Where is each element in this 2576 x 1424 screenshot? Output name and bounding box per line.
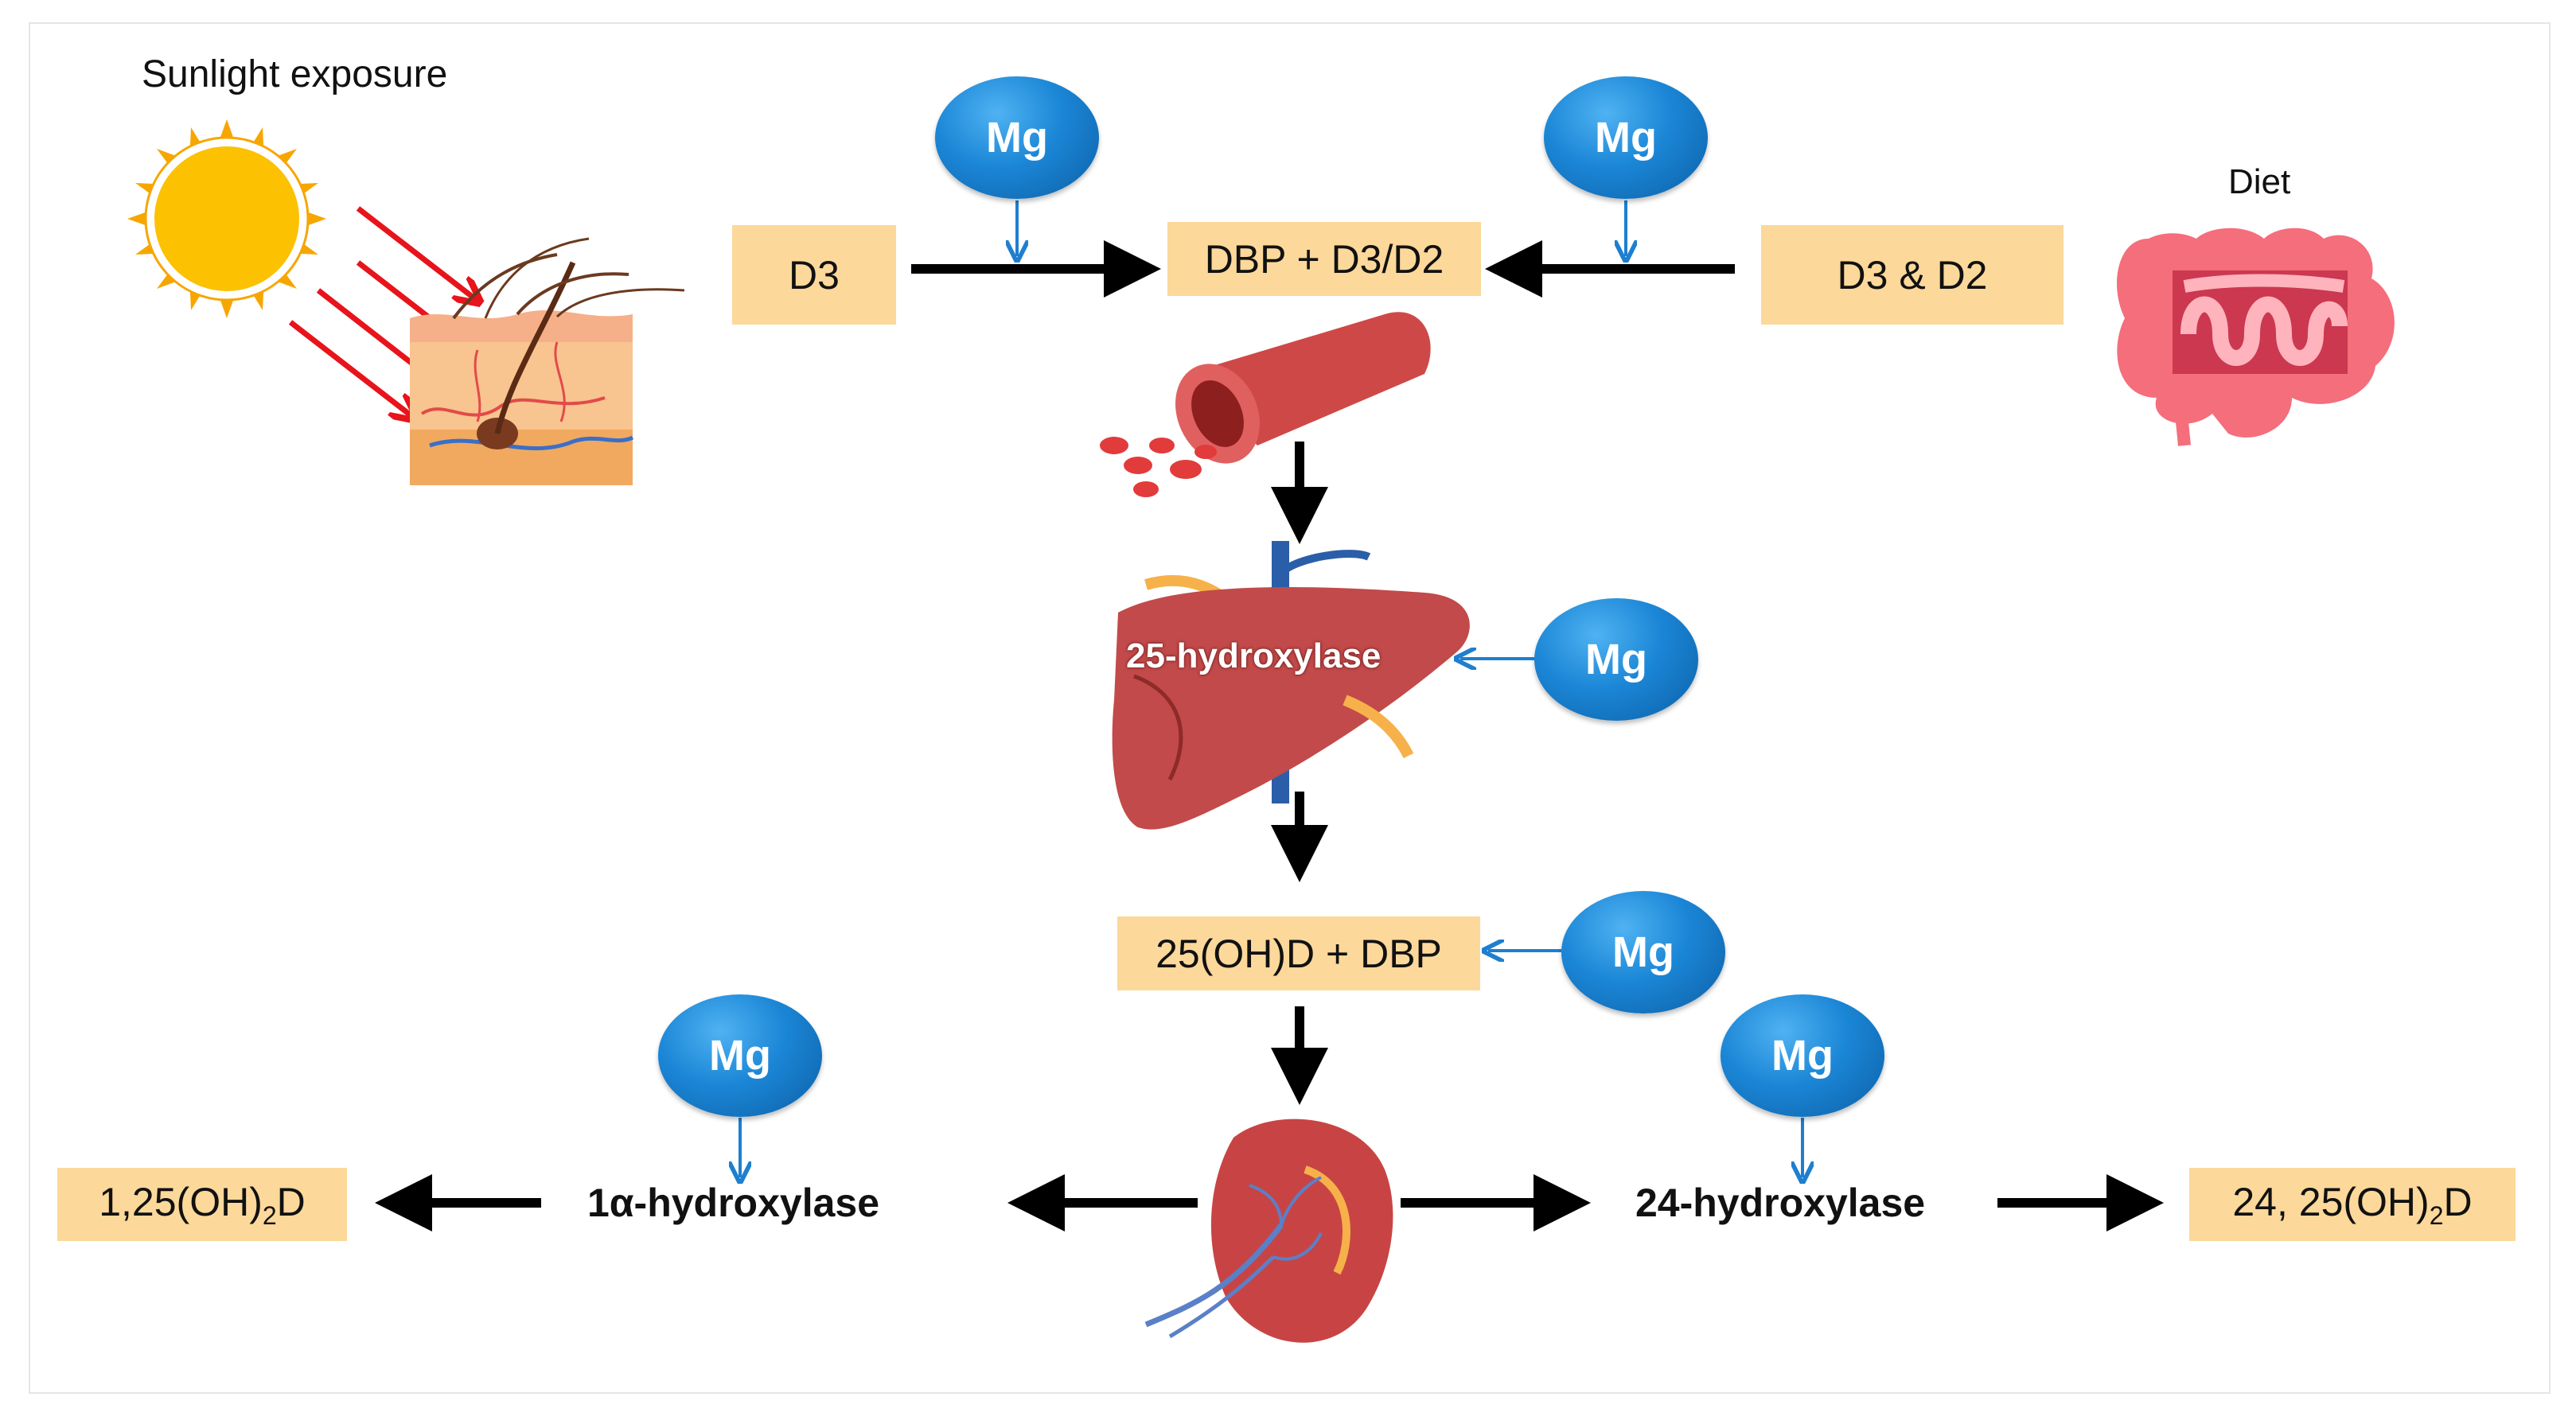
mg-bubble-24: Mg [1721,994,1884,1117]
dbp-d3-d2-label: DBP + D3/D2 [1204,236,1444,282]
ohd-dbp-box: 25(OH)D + DBP [1117,916,1480,990]
d3-box: D3 [732,225,896,325]
kidney-icon [1144,1119,1393,1343]
d3-and-d2-label: D3 & D2 [1837,252,1988,298]
product-1-25-label: 1,25(OH)2D [99,1179,306,1230]
flow-arrows [375,240,2164,1231]
diet-label: Diet [2228,162,2291,201]
hydroxylase-24-label: 24-hydroxylase [1635,1181,1926,1225]
intestine-icon [2117,228,2395,446]
mg-bubble-liver: Mg [1534,598,1698,721]
skin-icon [410,237,685,485]
hydroxylase-1a-label: 1α-hydroxylase [587,1181,880,1225]
dbp-d3-d2-box: DBP + D3/D2 [1167,222,1481,296]
liver-icon [1112,541,1470,830]
hydroxylase-25-label: 25-hydroxylase [1126,636,1382,675]
d3-and-d2-box: D3 & D2 [1761,225,2064,325]
mg-bubble-d3: Mg [935,76,1099,199]
mg-bubble-diet: Mg [1544,76,1708,199]
d3-label: D3 [789,252,840,298]
product-24-25-label: 24, 25(OH)2D [2232,1179,2473,1230]
sunlight-exposure-label: Sunlight exposure [142,53,448,95]
product-24-25-box: 24, 25(OH)2D [2189,1168,2516,1241]
mg-bubble-1a: Mg [658,994,822,1117]
sun-icon [127,119,326,318]
ohd-dbp-label: 25(OH)D + DBP [1155,931,1442,976]
mg-bubble-ohd: Mg [1561,891,1725,1014]
mg-arrows [740,200,1802,1177]
product-1-25-box: 1,25(OH)2D [57,1168,347,1241]
blood-vessel-icon [1100,312,1431,497]
